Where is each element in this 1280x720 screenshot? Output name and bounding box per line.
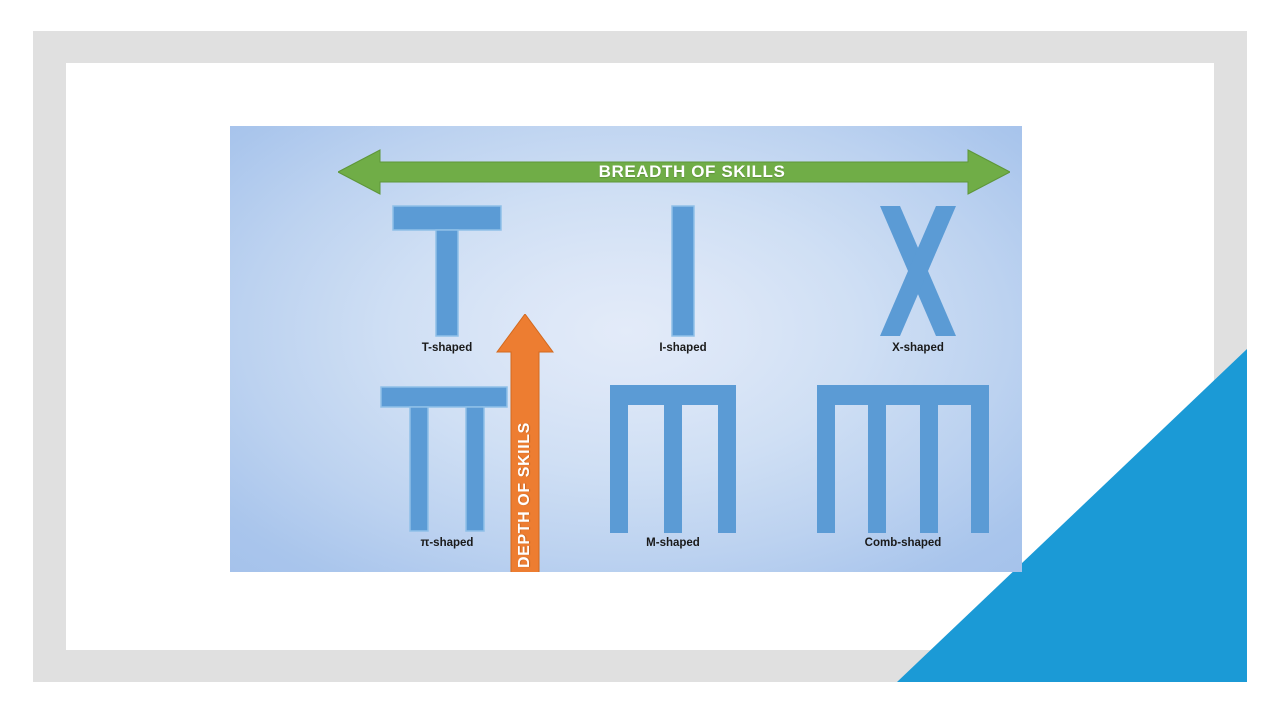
breadth-of-skills-label: BREADTH OF SKILLS [598,162,786,181]
shape-label-pi-shaped: π-shaped [420,537,474,549]
shape-label-i-shaped: I-shaped [659,342,707,354]
m-shape-glyph [610,385,736,533]
shape-cell-pi-shaped: π-shaped [372,385,522,549]
shape-label-t-shaped: T-shaped [421,342,473,354]
shape-label-comb-shaped: Comb-shaped [864,537,942,549]
shape-cell-m-shaped: M-shaped [598,385,748,549]
shape-label-m-shaped: M-shaped [646,537,700,549]
t-shape-glyph [391,204,503,338]
shape-cell-x-shaped: X-shaped [843,204,993,354]
skills-matrix-panel: BREADTH OF SKILLS DEPTH OF SKIILS T-shap… [230,126,1022,572]
comb-shape-glyph [817,385,989,533]
pi-shape-glyph [379,385,515,533]
shape-cell-i-shaped: I-shaped [608,204,758,354]
shape-cell-t-shaped: T-shaped [372,204,522,354]
depth-of-skills-arrow: DEPTH OF SKIILS [496,314,554,572]
breadth-of-skills-arrow: BREADTH OF SKILLS [338,148,1010,196]
shape-label-x-shaped: X-shaped [892,342,944,354]
shape-cell-comb-shaped: Comb-shaped [808,385,998,549]
x-shape-glyph [862,204,974,338]
i-shape-glyph [627,204,739,338]
